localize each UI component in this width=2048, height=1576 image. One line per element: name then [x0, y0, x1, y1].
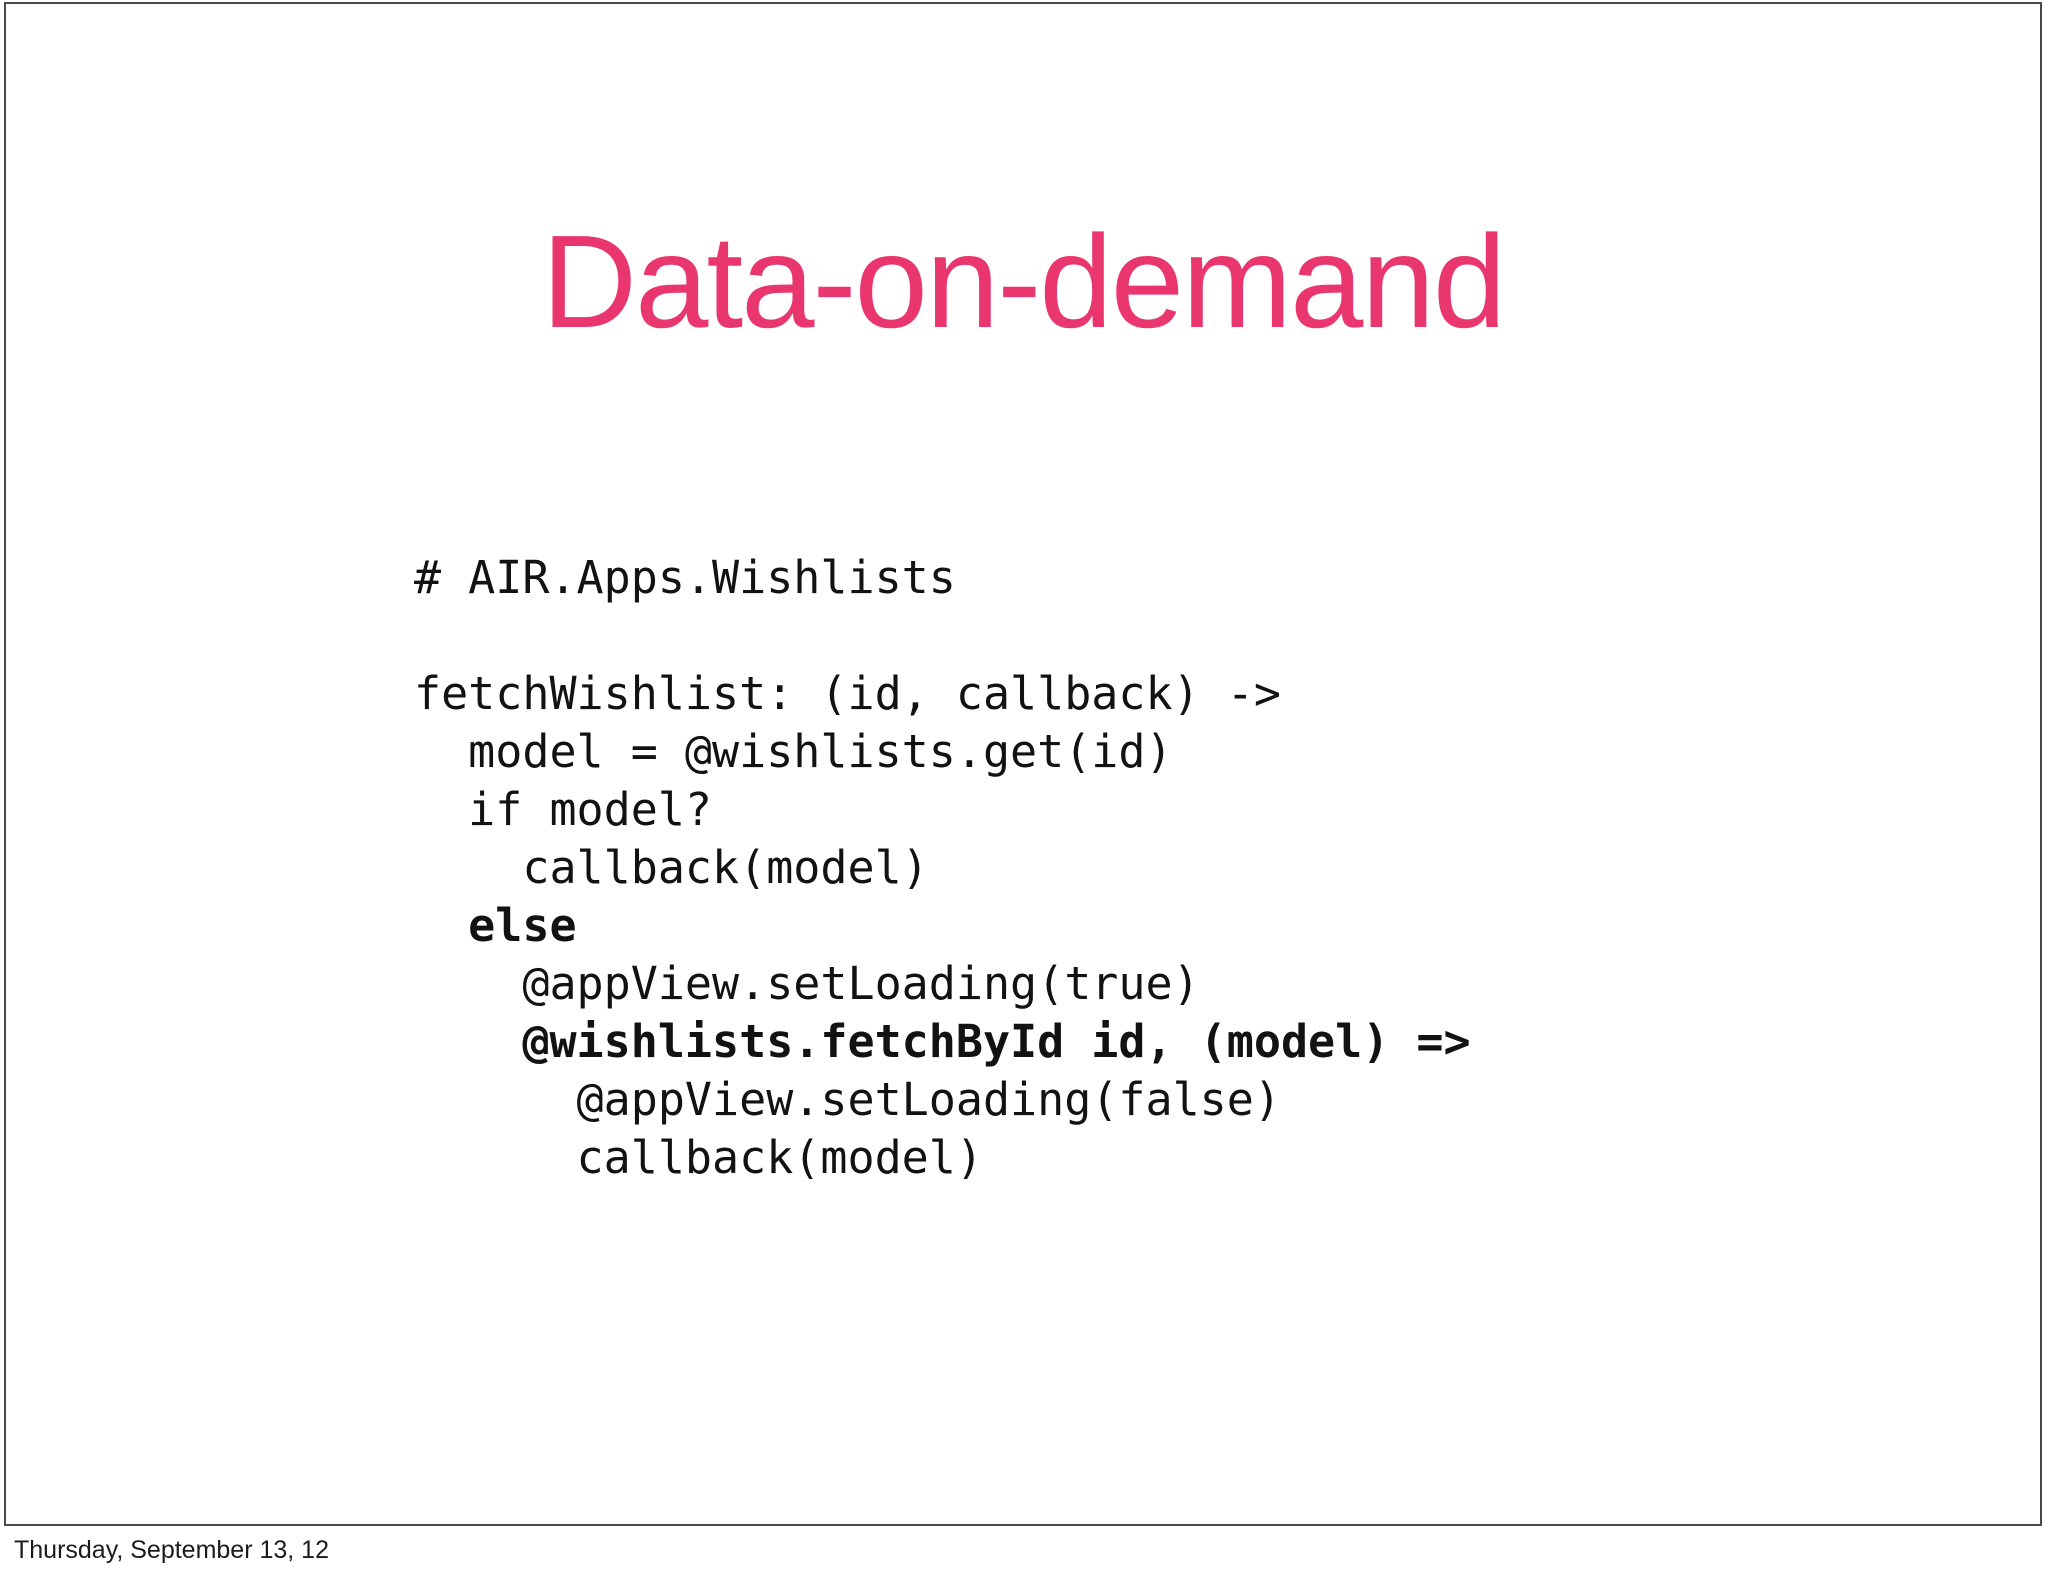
code-line: # AIR.Apps.Wishlists	[414, 551, 956, 604]
code-line: if model?	[414, 783, 713, 836]
code-line: @wishlists.fetchById id, (model) =>	[414, 1015, 1471, 1068]
code-line: fetchWishlist: (id, callback) ->	[414, 667, 1281, 720]
code-line: callback(model)	[414, 841, 929, 894]
code-line: else	[414, 899, 577, 952]
code-line: @appView.setLoading(false)	[414, 1073, 1281, 1126]
code-line-blank	[414, 607, 1471, 665]
code-line: @appView.setLoading(true)	[414, 957, 1200, 1010]
code-block: # AIR.Apps.Wishlists fetchWishlist: (id,…	[414, 549, 1471, 1187]
slide-canvas: Data-on-demand # AIR.Apps.Wishlists fetc…	[4, 2, 2042, 1526]
code-line: model = @wishlists.get(id)	[414, 725, 1173, 778]
page-title: Data-on-demand	[541, 208, 1507, 356]
footer-timestamp: Thursday, September 13, 12	[14, 1536, 329, 1564]
code-line: callback(model)	[414, 1131, 983, 1184]
